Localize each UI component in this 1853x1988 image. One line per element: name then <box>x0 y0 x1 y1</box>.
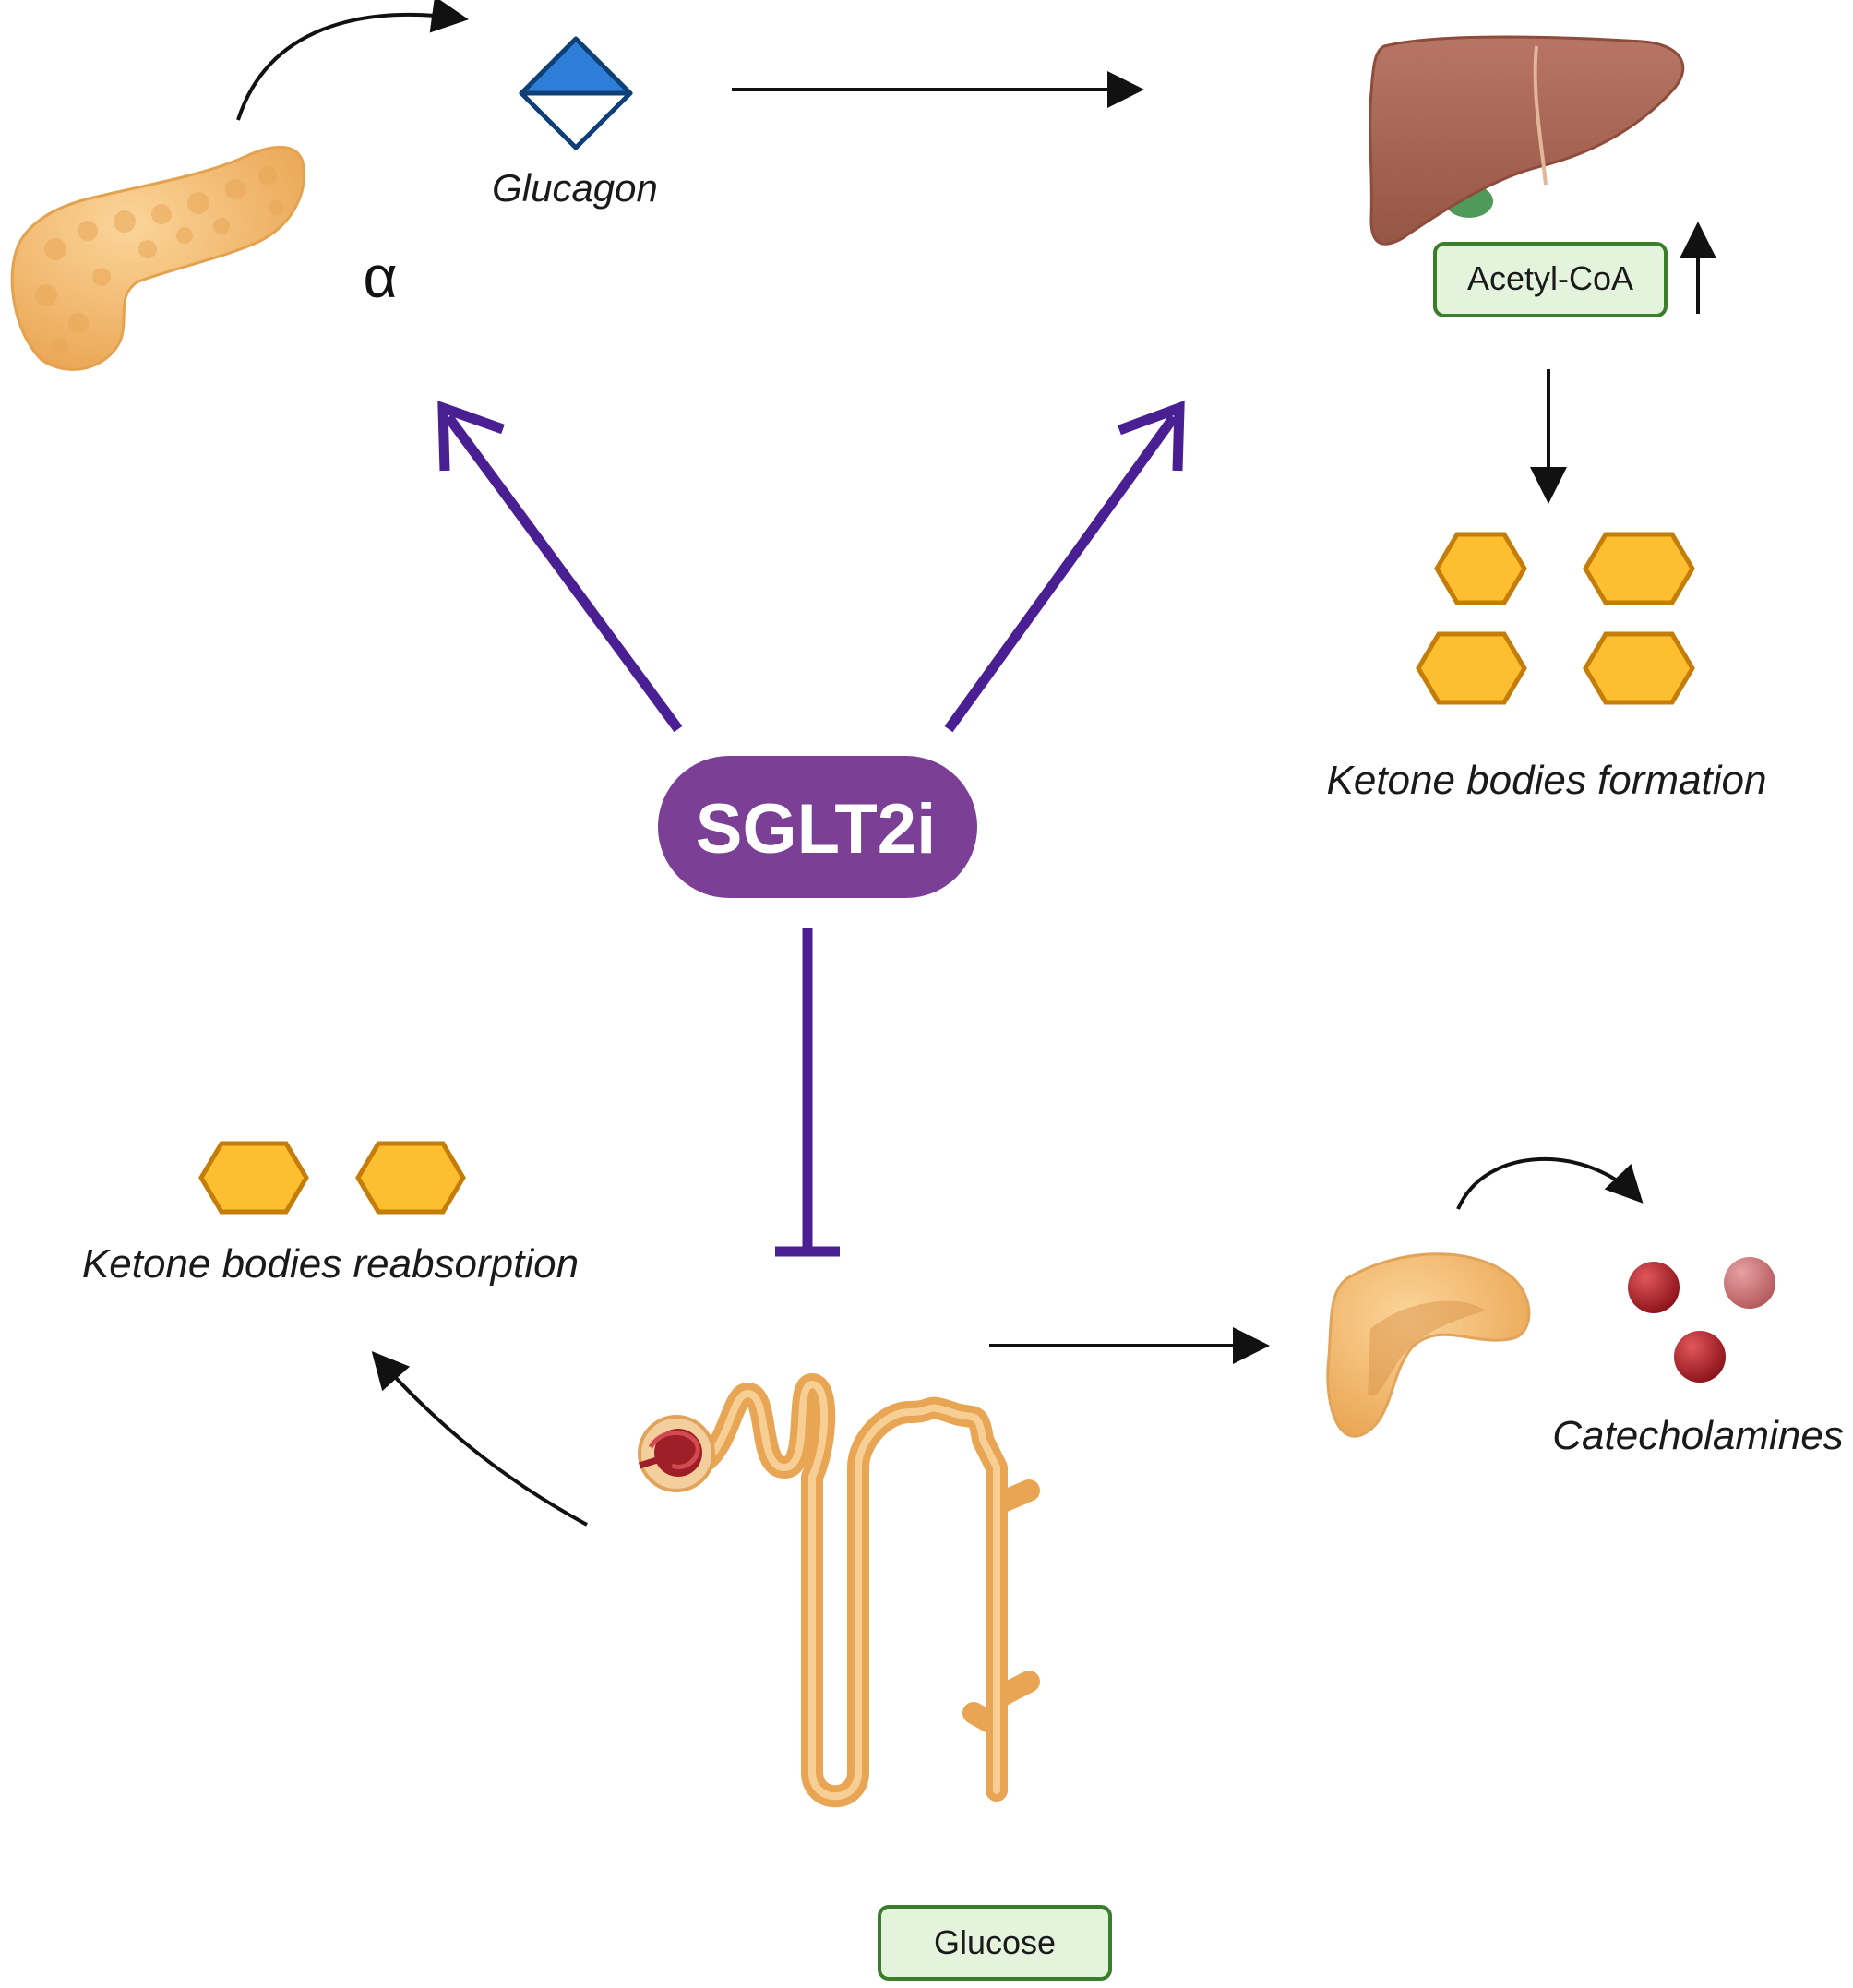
adrenal-to-catecholamines-arrow <box>1456 1156 1644 1210</box>
ketone-hexagon-icon <box>198 1141 309 1215</box>
glucose-box: Glucose <box>878 1905 1112 1981</box>
sglt2i-stimulation-arrows <box>437 401 1185 733</box>
nephron-icon <box>638 1373 1040 1808</box>
pancreas-icon <box>10 145 305 371</box>
liver-icon <box>1369 35 1685 246</box>
sglt2i-to-pancreas-arrow <box>444 413 683 733</box>
ketone-formation-group <box>1416 532 1695 705</box>
catecholamine-sphere-icon <box>1724 1257 1775 1309</box>
catecholamines-label: Catecholamines <box>1552 1413 1844 1458</box>
sglt2i-node: SGLT2i <box>658 756 977 898</box>
sglt2i-to-liver-arrow <box>944 413 1178 733</box>
sglt2i-to-liver-arrowhead <box>1118 401 1185 472</box>
glucagon-label: Glucagon <box>492 166 658 210</box>
catecholamine-sphere-icon <box>1674 1331 1726 1383</box>
catecholamines-group <box>1628 1257 1775 1383</box>
adrenal-gland-icon <box>1326 1252 1531 1438</box>
ketone-reabsorption-label: Ketone bodies reabsorption <box>82 1241 579 1287</box>
pancreas-to-glucagon-arrow <box>236 0 469 121</box>
ketone-hexagon-icon <box>1583 532 1695 605</box>
sglt2i-label: SGLT2i <box>696 790 936 868</box>
acetyl-coa-label: Acetyl-CoA <box>1467 259 1633 297</box>
catecholamine-sphere-icon <box>1628 1262 1680 1313</box>
ketone-hexagon-icon <box>1583 631 1695 705</box>
ketone-hexagon-icon <box>1434 532 1527 605</box>
ketone-hexagon-icon <box>355 1141 466 1215</box>
glucagon-diamond-icon <box>519 36 633 150</box>
sglt2i-inhibition-bar <box>775 928 840 1257</box>
ketone-formation-label: Ketone bodies formation <box>1327 758 1767 803</box>
ketone-reabsorption-group <box>198 1141 466 1215</box>
acetyl-coa-box: Acetyl-CoA <box>1433 242 1668 317</box>
glucose-label: Glucose <box>934 1923 1056 1961</box>
alpha-cell-label: α <box>364 244 398 310</box>
ketone-hexagon-icon <box>1416 631 1527 705</box>
kidney-to-reabsorption-arrow <box>371 1351 588 1527</box>
sglt2i-to-pancreas-arrowhead <box>437 401 505 472</box>
